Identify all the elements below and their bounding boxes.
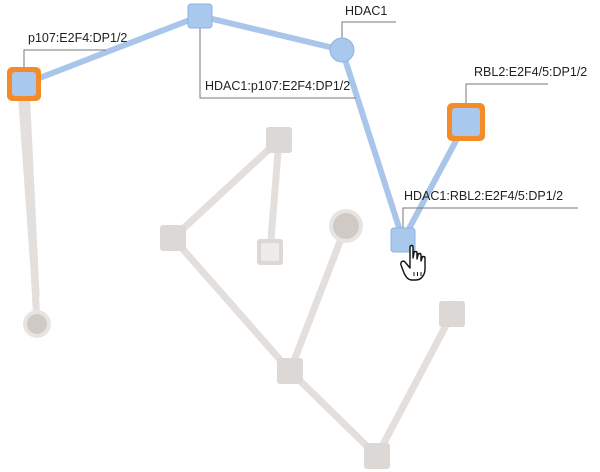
node-label-hdac1-p107: HDAC1:p107:E2F4:DP1/2 <box>205 79 350 93</box>
node-hdac1_rbl2[interactable] <box>390 227 416 253</box>
node-g_right[interactable] <box>439 301 465 327</box>
node-rbl2[interactable] <box>447 103 485 141</box>
node-label-hdac1: HDAC1 <box>345 4 387 18</box>
leader-line-hdac1_p107 <box>199 16 356 99</box>
edge-p107-top_complex <box>21 13 203 87</box>
node-g_circle[interactable] <box>329 209 363 243</box>
node-g_mid[interactable] <box>257 239 283 265</box>
edge-rbl2-hdac1_rbl2 <box>400 119 469 243</box>
nodes-layer <box>7 3 485 469</box>
edge-top_complex-hdac1 <box>197 13 345 53</box>
edge-g_top-g_mid <box>266 136 283 256</box>
node-top_complex[interactable] <box>187 3 213 29</box>
edge-g_right-g_bottom <box>373 310 456 460</box>
leader-line-hdac1_rbl2 <box>402 207 578 240</box>
node-g_bl_circle[interactable] <box>23 310 51 338</box>
node-label-p107: p107:E2F4:DP1/2 <box>28 31 127 45</box>
edge-g_center-g_bottom <box>286 367 381 460</box>
node-p107[interactable] <box>7 67 41 101</box>
node-label-hdac1-rbl2: HDAC1:RBL2:E2F4/5:DP1/2 <box>404 189 563 203</box>
node-g_top[interactable] <box>266 127 292 153</box>
node-g_bottom[interactable] <box>364 443 390 469</box>
edge-g_top-g_left <box>169 136 283 242</box>
edge-g_left-g_center <box>169 234 294 375</box>
hand-pointer-icon <box>400 244 426 281</box>
edge-hdac1-hdac1_rbl2 <box>339 47 406 243</box>
edge-strand-1 <box>26 94 40 298</box>
node-g_center[interactable] <box>277 358 303 384</box>
node-label-rbl2: RBL2:E2F4/5:DP1/2 <box>474 65 587 79</box>
edges-layer <box>18 13 469 460</box>
node-hdac1[interactable] <box>329 37 355 63</box>
edge-strand-0 <box>18 94 37 298</box>
edge-g_circle-g_center <box>286 222 350 375</box>
labels-layer: p107:E2F4:DP1/2 HDAC1 HDAC1:p107:E2F4:DP… <box>28 4 587 203</box>
node-g_left[interactable] <box>160 225 186 251</box>
